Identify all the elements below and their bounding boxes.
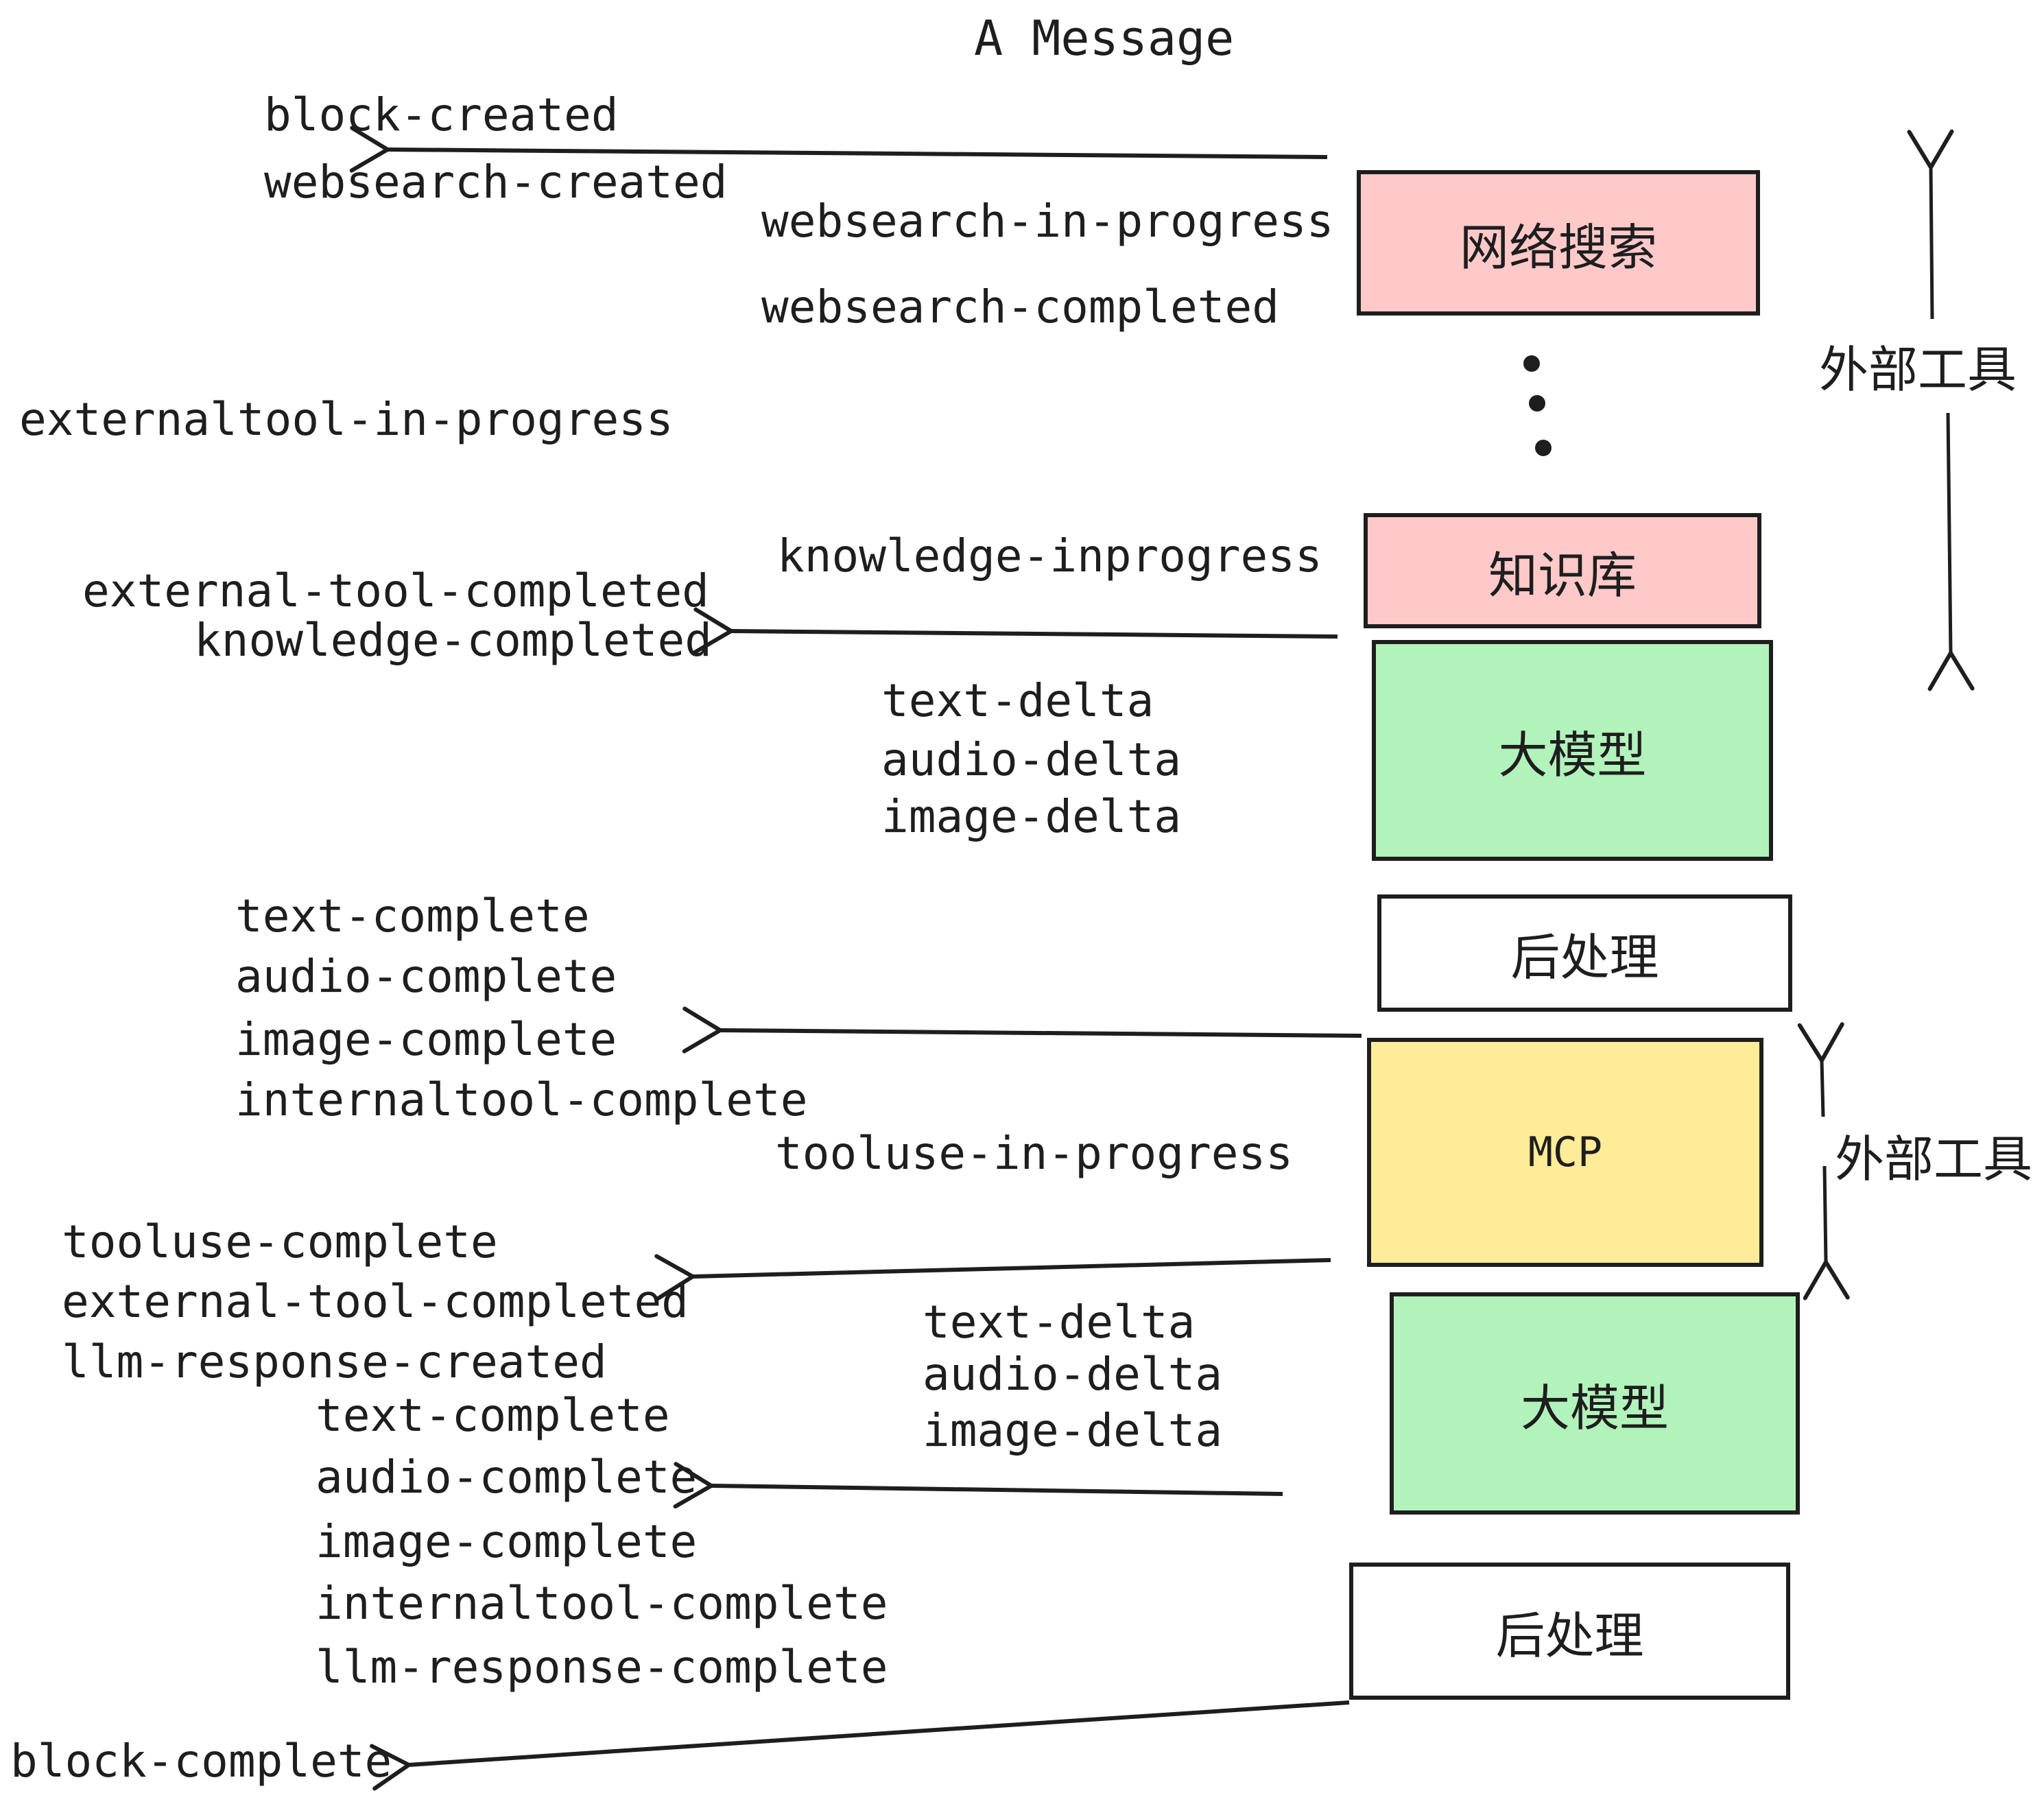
event-block-complete: block-complete	[10, 1735, 392, 1788]
event-audio-delta-2: audio-delta	[923, 1348, 1223, 1401]
event-external-tool-completed-2: external-tool-completed	[62, 1275, 689, 1328]
event-image-delta-1: image-delta	[881, 790, 1182, 843]
diagram-title: A Message	[974, 10, 1235, 67]
label-external-tools-top: 外部工具	[1819, 341, 2017, 399]
event-external-tool-completed: external-tool-completed	[82, 565, 709, 617]
event-llm-response-created: llm-response-created	[62, 1336, 607, 1388]
arrow-audio-complete	[673, 1462, 1283, 1509]
arrow-external-tools-down	[1927, 412, 1975, 691]
event-text-complete-1: text-complete	[235, 890, 590, 942]
node-knowledge-label: 知识库	[1488, 546, 1637, 604]
event-websearch-completed: websearch-completed	[761, 281, 1279, 333]
node-postprocess-2: 后处理	[1349, 1563, 1790, 1700]
node-mcp-label: MCP	[1528, 1128, 1603, 1176]
event-text-delta-2: text-delta	[923, 1296, 1196, 1349]
event-knowledge-completed: knowledge-completed	[194, 614, 712, 667]
node-llm-2: 大模型	[1390, 1292, 1800, 1515]
arrow-mcp-external-up	[1797, 1022, 1844, 1117]
node-knowledge: 知识库	[1364, 513, 1761, 628]
event-text-delta-1: text-delta	[881, 674, 1154, 727]
event-websearch-created: websearch-created	[264, 156, 728, 209]
event-image-complete-2: image-complete	[316, 1515, 698, 1568]
arrow-block-complete	[370, 1700, 1350, 1791]
event-knowledge-inprogress: knowledge-inprogress	[777, 530, 1322, 582]
node-llm-2-label: 大模型	[1520, 1379, 1669, 1437]
event-tooluse-in-progress: tooluse-in-progress	[775, 1127, 1293, 1180]
event-block-created: block-created	[264, 88, 619, 141]
node-postprocess-1: 后处理	[1377, 894, 1792, 1012]
event-image-delta-2: image-delta	[923, 1404, 1223, 1457]
event-audio-complete-2: audio-complete	[316, 1451, 698, 1504]
arrow-image-complete	[682, 1006, 1362, 1054]
arrow-tooluse-complete	[654, 1254, 1331, 1301]
node-websearch: 网络搜索	[1357, 170, 1760, 316]
arrow-external-tools-up	[1907, 129, 1954, 320]
event-audio-complete-1: audio-complete	[235, 950, 617, 1003]
node-postprocess-1-label: 后处理	[1510, 929, 1659, 986]
event-internaltool-complete-1: internaltool-complete	[235, 1073, 808, 1126]
event-websearch-in-progress: websearch-in-progress	[761, 195, 1334, 248]
arrow-knowledge-completed	[693, 607, 1338, 654]
event-image-complete-1: image-complete	[235, 1013, 617, 1066]
event-llm-response-complete: llm-response-complete	[316, 1641, 888, 1694]
event-externaltool-in-progress: externaltool-in-progress	[19, 393, 674, 446]
node-llm-1: 大模型	[1372, 640, 1773, 861]
node-llm-1-label: 大模型	[1498, 726, 1647, 784]
event-internaltool-complete-2: internaltool-complete	[316, 1577, 888, 1630]
event-tooluse-complete: tooluse-complete	[62, 1215, 498, 1268]
node-postprocess-2-label: 后处理	[1495, 1606, 1644, 1665]
event-audio-delta-1: audio-delta	[881, 733, 1182, 786]
arrow-mcp-external-down	[1803, 1165, 1850, 1301]
ellipsis-dots	[1523, 355, 1552, 456]
node-websearch-label: 网络搜索	[1459, 218, 1657, 276]
node-mcp: MCP	[1367, 1038, 1763, 1267]
label-external-tools-mid: 外部工具	[1835, 1130, 2033, 1188]
event-text-complete-2: text-complete	[316, 1389, 670, 1442]
